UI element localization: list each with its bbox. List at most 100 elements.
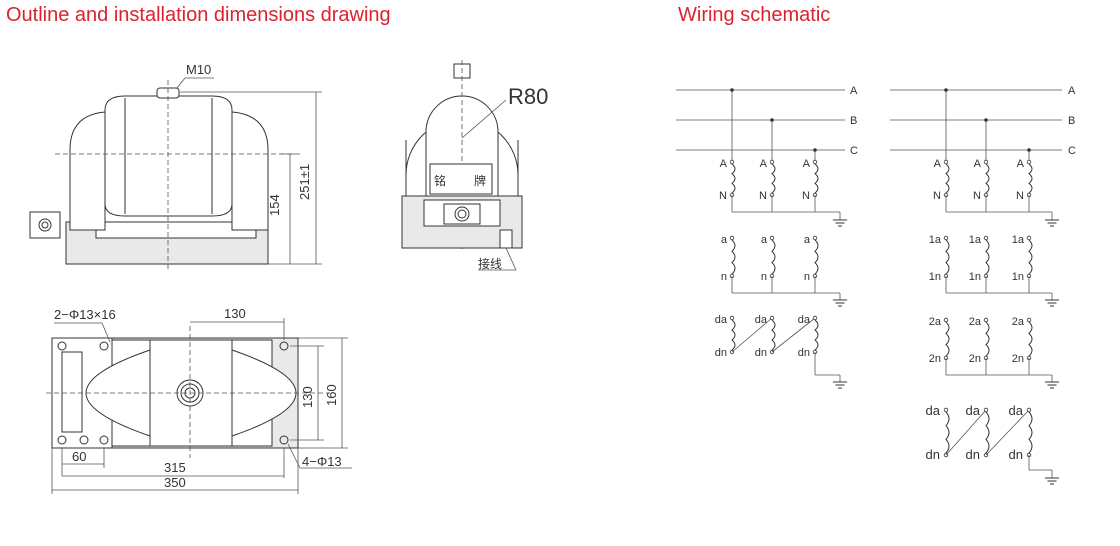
coil-label-bottom-right-3-0: dn: [926, 447, 940, 462]
terminal-dot: [943, 235, 949, 241]
front-terminal-box: [29, 211, 61, 239]
nameplate-text-left: 铭: [434, 173, 446, 188]
coil-label-bottom-right-1-2: 1n: [1012, 271, 1024, 283]
coil-left-0-0: [731, 163, 736, 194]
coil-label-top-right-0-1: A: [974, 158, 982, 170]
coil-label-bottom-right-1-1: 1n: [969, 271, 981, 283]
delta-link-right-1: [985, 409, 1030, 456]
nameplate-text-right: 牌: [474, 174, 486, 188]
phase-label-left-A: A: [850, 85, 858, 97]
label-60: 60: [72, 449, 86, 464]
coil-left-1-1: [771, 239, 776, 275]
coil-right-0-0: [945, 163, 950, 194]
coil-label-top-right-1-1: 1a: [969, 234, 982, 246]
delta-link-right-0: [945, 409, 987, 456]
coil-label-bottom-left-1-2: n: [804, 271, 810, 283]
terminal-dot: [729, 235, 735, 241]
coil-label-top-right-2-0: 2a: [929, 316, 942, 328]
coil-label-top-left-1-1: a: [761, 234, 768, 246]
wiring-schematic: ABCANANANananandadndadndadnABCANANAN1a1n…: [676, 85, 1076, 485]
label-130-horizontal: 130: [224, 306, 246, 321]
terminal-dot: [1026, 317, 1032, 323]
front-right-support: [231, 111, 269, 231]
terminal-dot: [812, 235, 818, 241]
coil-right-1-2: [1028, 239, 1033, 275]
coil-label-bottom-left-0-0: N: [719, 190, 727, 202]
side-view: R80 铭 牌 接线: [401, 60, 548, 271]
coil-right-1-0: [945, 239, 950, 275]
coil-label-top-left-0-2: A: [803, 158, 811, 170]
bus-node: [1027, 148, 1031, 152]
label-315: 315: [164, 460, 186, 475]
bus-node: [730, 88, 734, 92]
coil-label-bottom-right-3-1: dn: [966, 447, 980, 462]
terminal-dot: [812, 159, 818, 165]
coil-label-top-left-0-0: A: [720, 158, 728, 170]
terminal-dot: [812, 315, 818, 321]
terminal-dot: [769, 315, 775, 321]
outline-title: Outline and installation dimensions draw…: [6, 4, 391, 26]
terminal-dot: [943, 159, 949, 165]
coil-label-top-left-2-0: da: [715, 314, 728, 326]
label-130-vertical: 130: [300, 386, 315, 408]
delta-link-left-0: [731, 317, 773, 353]
coil-label-top-right-1-2: 1a: [1012, 234, 1025, 246]
phase-label-left-B: B: [850, 115, 857, 127]
coil-label-top-right-3-0: da: [926, 403, 941, 418]
coil-label-bottom-left-2-2: dn: [798, 347, 810, 359]
coil-label-top-left-1-2: a: [804, 234, 811, 246]
label-r80: R80: [508, 84, 548, 109]
terminal-dot: [729, 159, 735, 165]
phase-label-right-A: A: [1068, 85, 1076, 97]
coil-label-top-left-2-2: da: [798, 314, 811, 326]
coil-label-top-right-1-0: 1a: [929, 234, 942, 246]
terminal-dot: [983, 235, 989, 241]
coil-right-3-0: [945, 411, 950, 454]
coil-label-bottom-left-2-0: dn: [715, 347, 727, 359]
bus-node: [813, 148, 817, 152]
terminal-dot: [769, 235, 775, 241]
coil-label-top-right-2-2: 2a: [1012, 316, 1025, 328]
coil-label-bottom-right-2-0: 2n: [929, 353, 941, 365]
bus-node: [944, 88, 948, 92]
coil-left-2-2: [814, 319, 819, 351]
phase-label-right-C: C: [1068, 145, 1076, 157]
coil-right-3-1: [985, 411, 990, 454]
coil-label-bottom-left-1-0: n: [721, 271, 727, 283]
label-terminal: 接线: [478, 256, 502, 271]
front-view: M10 154 251±1: [29, 62, 322, 270]
label-350: 350: [164, 475, 186, 490]
coil-label-bottom-right-2-2: 2n: [1012, 353, 1024, 365]
coil-label-bottom-right-1-0: 1n: [929, 271, 941, 283]
coil-label-bottom-right-0-2: N: [1016, 190, 1024, 202]
terminal-dot: [943, 407, 949, 413]
coil-left-1-0: [731, 239, 736, 275]
coil-label-bottom-right-0-1: N: [973, 190, 981, 202]
terminal-dot: [983, 159, 989, 165]
terminal-dot: [769, 159, 775, 165]
coil-label-top-right-3-1: da: [966, 403, 981, 418]
phase-label-right-B: B: [1068, 115, 1075, 127]
coil-right-3-2: [1028, 411, 1033, 454]
terminal-dot: [729, 315, 735, 321]
coil-label-bottom-right-2-1: 2n: [969, 353, 981, 365]
terminal-dot: [983, 317, 989, 323]
coil-left-2-1: [771, 319, 776, 351]
coil-left-0-2: [814, 163, 819, 194]
coil-label-bottom-right-0-0: N: [933, 190, 941, 202]
terminal-dot: [1026, 407, 1032, 413]
coil-label-bottom-right-3-2: dn: [1009, 447, 1023, 462]
coil-label-top-left-1-0: a: [721, 234, 728, 246]
coil-right-0-1: [985, 163, 990, 194]
coil-right-2-2: [1028, 321, 1033, 357]
side-terminal: [499, 229, 513, 249]
bus-node: [770, 118, 774, 122]
terminal-dot: [943, 317, 949, 323]
wiring-title: Wiring schematic: [678, 4, 831, 26]
coil-left-2-0: [731, 319, 736, 351]
label-160: 160: [324, 384, 339, 406]
coil-label-top-right-0-0: A: [934, 158, 942, 170]
coil-left-0-1: [771, 163, 776, 194]
phase-label-left-C: C: [850, 145, 858, 157]
